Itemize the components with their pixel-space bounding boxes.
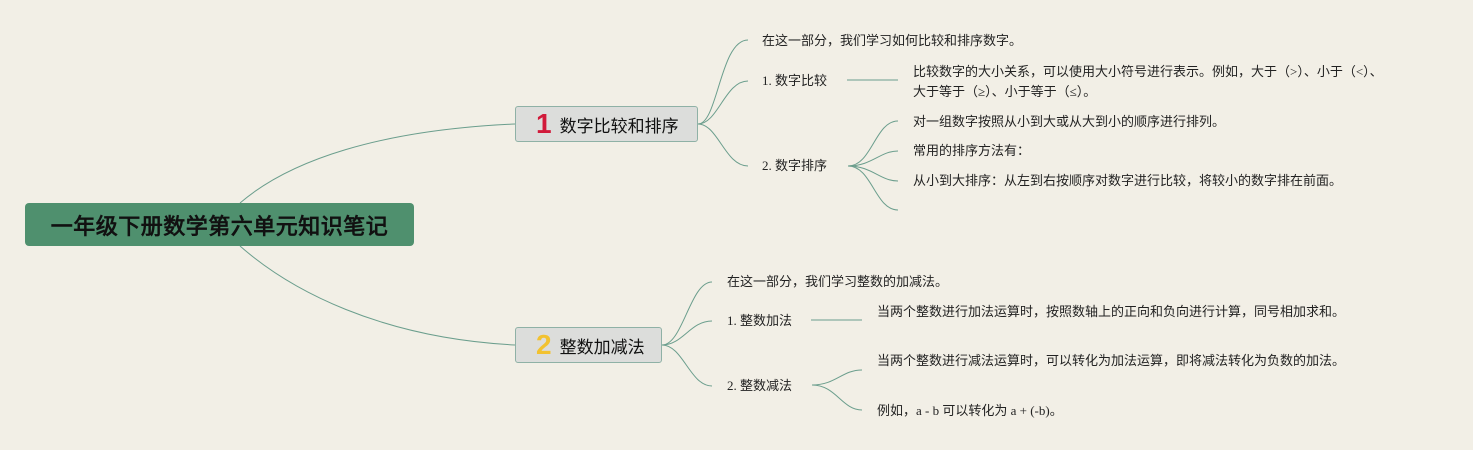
branch-number-2: 2 bbox=[536, 329, 552, 360]
b1-sub2-detail-3[interactable]: 从小到大排序：从左到右按顺序对数字进行比较，将较小的数字排在前面。 bbox=[913, 173, 1343, 188]
b1-sub2-label[interactable]: 2. 数字排序 bbox=[762, 158, 828, 173]
link-b2-sub2-d1 bbox=[811, 369, 863, 386]
link-b2-sub2 bbox=[661, 344, 713, 387]
branch-title-1: 数字比较和排序 bbox=[559, 116, 679, 137]
b2-intro[interactable]: 在这一部分，我们学习整数的加减法。 bbox=[727, 274, 949, 289]
b1-sub1-label[interactable]: 1. 数字比较 bbox=[762, 73, 828, 88]
link-root-branch-1 bbox=[239, 123, 516, 204]
link-b1-sub2-d4 bbox=[847, 165, 899, 211]
branch-node-2[interactable]: 2 整数加减法 bbox=[515, 327, 662, 363]
b1-intro[interactable]: 在这一部分，我们学习如何比较和排序数字。 bbox=[762, 33, 1023, 48]
link-b1-sub2-d1 bbox=[847, 120, 899, 167]
link-b2-intro bbox=[661, 281, 713, 346]
b1-sub2-detail-2[interactable]: 常用的排序方法有： bbox=[913, 143, 1031, 158]
link-b2-sub1 bbox=[661, 320, 713, 346]
b2-sub2-detail-1[interactable]: 当两个整数进行减法运算时，可以转化为加法运算，即将减法转化为负数的加法。 bbox=[877, 353, 1346, 368]
root-node[interactable]: 一年级下册数学第六单元知识笔记 bbox=[25, 203, 414, 246]
b1-sub2-detail-1[interactable]: 对一组数字按照从小到大或从大到小的顺序进行排列。 bbox=[913, 114, 1226, 129]
root-title: 一年级下册数学第六单元知识笔记 bbox=[50, 214, 389, 240]
b2-sub1-detail[interactable]: 当两个整数进行加法运算时，按照数轴上的正向和负向进行计算，同号相加求和。 bbox=[877, 304, 1346, 319]
b2-sub1-label[interactable]: 1. 整数加法 bbox=[727, 313, 793, 328]
link-b2-sub2-d2 bbox=[811, 384, 863, 411]
b2-sub2-label[interactable]: 2. 整数减法 bbox=[727, 378, 793, 393]
link-b1-intro bbox=[697, 39, 749, 125]
link-b1-sub1 bbox=[697, 80, 749, 125]
link-b1-sub2-d3 bbox=[847, 165, 899, 182]
branch-title-2: 整数加减法 bbox=[559, 337, 645, 358]
b2-sub2-detail-2[interactable]: 例如，a - b 可以转化为 a + (-b)。 bbox=[877, 403, 1063, 418]
branch-node-1[interactable]: 1 数字比较和排序 bbox=[515, 106, 698, 142]
link-b1-sub2-d2 bbox=[847, 150, 899, 167]
link-root-branch-2 bbox=[239, 245, 516, 346]
b1-sub1-detail[interactable]: 比较数字的大小关系，可以使用大小符号进行表示。例如，大于（>）、小于（<）、大于… bbox=[913, 64, 1383, 99]
branch-number-1: 1 bbox=[536, 108, 552, 139]
link-b1-sub2 bbox=[697, 123, 749, 167]
